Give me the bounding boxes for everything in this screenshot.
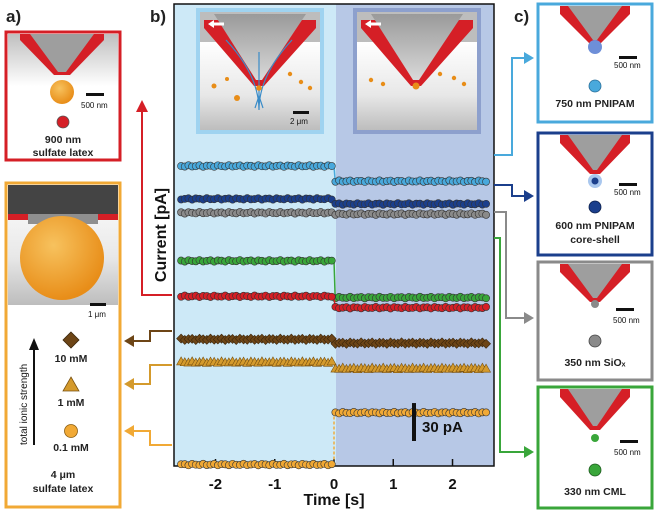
- data-point: [482, 303, 490, 311]
- connectors-right: [494, 52, 534, 458]
- card-label: 350 nm SiOₓ: [564, 357, 625, 369]
- connectors-left: [124, 100, 172, 446]
- marker-red-circle: [56, 115, 70, 129]
- card-label-2: core-shell: [570, 234, 620, 246]
- scale-label: 500 nm: [614, 61, 641, 70]
- scale-label: 2 μm: [290, 117, 308, 126]
- scale-label: 500 nm: [614, 448, 641, 457]
- particle-4um: [20, 216, 104, 300]
- series-cml: [177, 256, 490, 303]
- scale-label: 500 nm: [614, 188, 641, 197]
- x-axis: -2 -1 0 1 2: [209, 459, 457, 493]
- card-label: 330 nm CML: [564, 486, 626, 498]
- current-scale-bar: [412, 403, 416, 441]
- card-label: 600 nm PNIPAM: [555, 220, 634, 232]
- card-material: sulfate latex: [33, 147, 94, 159]
- card-750nm-pnipam: 500 nm 750 nm PNIPAM: [536, 2, 654, 124]
- x-axis-label: Time [s]: [303, 492, 364, 509]
- x-tick-label: 1: [389, 476, 397, 493]
- card-label: 750 nm PNIPAM: [555, 98, 634, 110]
- data-point: [482, 177, 490, 186]
- panel-label-b: b): [150, 7, 166, 26]
- scale-label: 1 μm: [88, 310, 106, 319]
- ionic-axis-label: total ionic strength: [19, 364, 30, 445]
- x-tick-label: 0: [330, 476, 338, 493]
- scale-bar: [620, 440, 638, 443]
- marker-gray-circle: [588, 334, 602, 348]
- series-sio2: [177, 208, 490, 219]
- scale-bar: [616, 308, 634, 311]
- card-600nm-pnipam: 500 nm 600 nm PNIPAM core-shell: [536, 131, 654, 257]
- card-900nm-sulfate: 500 nm 900 nm sulfate latex: [4, 30, 122, 162]
- data-point: [482, 294, 490, 303]
- marker-lightblue-circle: [588, 79, 602, 93]
- scale-bar: [90, 303, 106, 306]
- marker-brown-diamond: [62, 331, 80, 349]
- data-point: [481, 363, 492, 373]
- marker-orange-circle: [64, 424, 78, 438]
- level-1mM: 1 mM: [58, 397, 85, 409]
- y-axis-label: Current [pA]: [153, 188, 170, 282]
- marker-orange-triangle: [62, 376, 80, 392]
- card-4um-sulfate: 1 μm total ionic strength 10 mM 1 mM 0.1…: [4, 181, 122, 509]
- card-size: 4 μm: [51, 469, 76, 481]
- level-10mM: 10 mM: [55, 353, 88, 365]
- data-point: [326, 356, 337, 366]
- data-point: [482, 210, 490, 219]
- scale-label: 500 nm: [81, 101, 108, 110]
- card-size: 900 nm: [45, 134, 81, 146]
- series-pnipam750: [177, 161, 490, 186]
- card-330nm-cml: 500 nm 330 nm CML: [536, 385, 654, 510]
- data-point: [327, 460, 336, 469]
- data-point: [482, 408, 490, 417]
- series-pnipam600: [177, 194, 490, 209]
- inset-trapped: [353, 8, 481, 134]
- card-350nm-sio: 500 nm 350 nm SiOₓ: [536, 260, 654, 382]
- level-01mM: 0.1 mM: [53, 442, 89, 454]
- data-point: [327, 256, 336, 265]
- panel-label-c: c): [514, 7, 529, 26]
- card-material: sulfate latex: [33, 483, 94, 495]
- x-tick-label: 2: [448, 476, 456, 493]
- series-ionic1: [176, 356, 492, 373]
- current-scale-label: 30 pA: [422, 419, 463, 436]
- series-ionic10: [176, 333, 491, 349]
- data-point: [481, 338, 491, 349]
- marker-green-circle: [588, 463, 602, 477]
- scale-bar: [619, 183, 637, 186]
- scale-label: 500 nm: [613, 316, 640, 325]
- marker-navy-circle: [588, 200, 602, 214]
- data-point: [327, 162, 336, 170]
- particle-900nm: [50, 80, 74, 104]
- scale-bar: [619, 56, 637, 59]
- series-layer: [176, 161, 492, 470]
- scale-bar: [293, 111, 309, 114]
- transition-line: [333, 260, 336, 298]
- scale-bar: [86, 93, 104, 96]
- panel-label-a: a): [6, 7, 21, 26]
- x-tick-label: -2: [209, 476, 222, 493]
- data-point: [482, 199, 490, 208]
- data-point: [327, 292, 336, 301]
- x-tick-label: -1: [268, 476, 281, 493]
- inset-approach: 2 μm: [196, 8, 324, 134]
- series-sulfate900: [177, 291, 490, 313]
